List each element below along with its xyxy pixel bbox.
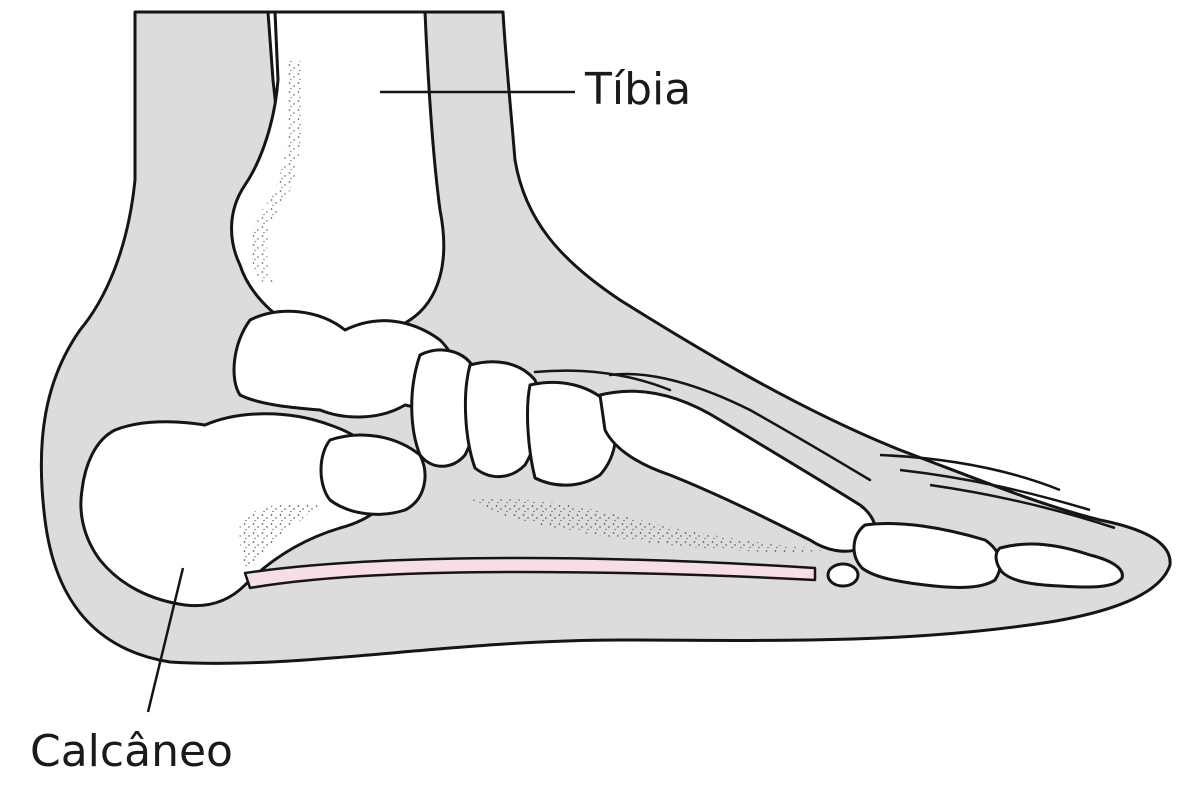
cuboid-bone [319,433,427,516]
navicular-bone [410,348,480,468]
calcaneus-label: Calcâneo [30,726,233,777]
calcaneus-bone [79,412,397,608]
toe-contours [879,453,1116,530]
metatarsal-bone-3 [533,369,672,392]
calcaneus-leader-line [146,567,185,713]
cuneiform-bone-1 [463,360,542,479]
proximal-phalanx-bone [852,522,1002,589]
cuneiform-bone-2 [526,380,618,487]
tibia-label: Tíbia [585,64,692,115]
tibia-stipple [250,60,302,285]
metatarsal-stipple [470,498,830,552]
distal-phalanx-bone [994,542,1124,589]
plantar-fascia [243,556,817,590]
metatarsal-bone-2 [608,372,872,482]
calcaneus-stipple [239,503,320,568]
sesamoid-bone [826,562,860,588]
